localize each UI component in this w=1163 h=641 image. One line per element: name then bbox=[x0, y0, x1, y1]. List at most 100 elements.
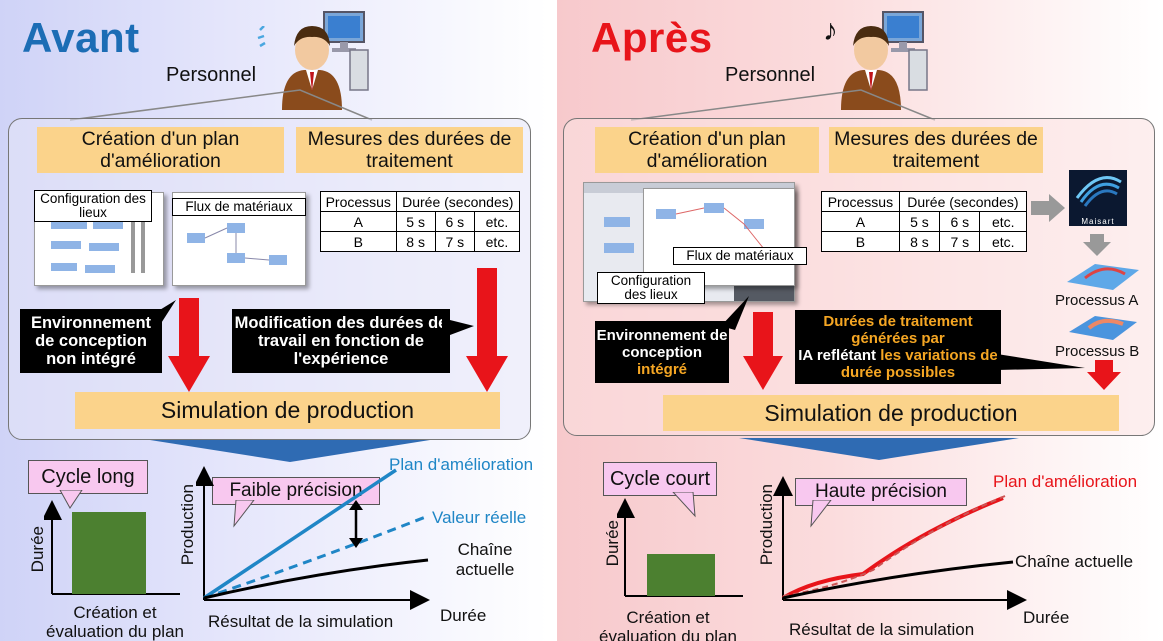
ia-variations-text: les variations de durée possibles bbox=[840, 347, 998, 381]
red-arrow-down bbox=[168, 298, 210, 392]
production-chart bbox=[196, 466, 430, 610]
apres-title: Après bbox=[591, 14, 713, 61]
box-plan-amelioration: Création d'un plan d'amélioration bbox=[37, 127, 284, 173]
avant-panel: Avant Personnel Création d'un plan d'amé… bbox=[0, 0, 548, 641]
cycle-long-label: Cycle long bbox=[28, 460, 148, 494]
duration-bar bbox=[72, 512, 146, 594]
x-label-duree: Durée bbox=[440, 606, 487, 625]
callout-tail bbox=[59, 490, 83, 509]
maisart-text: Maisart bbox=[1081, 217, 1115, 226]
table-header-row: Processus Durée (secondes) bbox=[821, 191, 1028, 212]
label-configuration-lieux: Configuration des lieux bbox=[597, 272, 705, 304]
table-cell: 5 s bbox=[898, 211, 941, 232]
apres-panel: Après Personnel ♪ Création d'un plan d'a… bbox=[557, 0, 1163, 641]
ia-text-white: IA reflétant les variations de durée pos… bbox=[795, 347, 1001, 381]
label-configuration-lieux: Configuration des lieux bbox=[34, 190, 152, 222]
music-note-icon: ♪ bbox=[823, 14, 838, 47]
black-box-integre-text: Environnement de conception bbox=[596, 326, 728, 361]
production-chart bbox=[773, 476, 1027, 610]
personnel-label: Personnel bbox=[725, 64, 816, 86]
gray-arrow-right bbox=[1031, 194, 1065, 222]
table-header-row: Processus Durée (secondes) bbox=[320, 191, 521, 212]
processus-a-label: Processus A bbox=[1055, 292, 1139, 309]
black-box-non-integre: Environnement de conception non intégré bbox=[20, 309, 162, 373]
simulation-production-box: Simulation de production bbox=[75, 392, 500, 429]
ia-text-orange: Durées de traitement générées par bbox=[823, 313, 973, 347]
table-row: B 8 s 7 s etc. bbox=[320, 231, 521, 252]
real-line bbox=[782, 495, 1006, 597]
durations-table: Processus Durée (secondes) A 5 s 6 s etc… bbox=[821, 191, 1028, 252]
duration-axis bbox=[44, 500, 180, 595]
duration-bar bbox=[647, 554, 715, 596]
table-cell: etc. bbox=[979, 231, 1027, 252]
table-cell: etc. bbox=[473, 231, 521, 252]
x-label-resultat: Résultat de la simulation bbox=[208, 612, 394, 631]
maisart-logo: Maisart bbox=[1069, 170, 1127, 226]
callout-tail bbox=[442, 318, 474, 338]
funnel-arrow bbox=[739, 438, 1019, 460]
processus-b-label: Processus B bbox=[1055, 343, 1140, 360]
valeur-reelle-label: Valeur réelle bbox=[432, 508, 527, 527]
surface-plot-a bbox=[1067, 264, 1139, 290]
duration-axis bbox=[617, 498, 743, 597]
chaine-actuelle-label: Chaîne actuelle bbox=[1015, 552, 1134, 571]
red-arrow-down bbox=[466, 268, 508, 392]
table-cell: 6 s bbox=[434, 211, 475, 232]
table-header: Processus bbox=[320, 191, 397, 212]
y-label-duree: Durée bbox=[28, 526, 47, 573]
box-mesures-durees: Mesures des durées de traitement bbox=[296, 127, 523, 173]
table-cell: 8 s bbox=[898, 231, 941, 252]
avant-title: Avant bbox=[22, 14, 140, 61]
table-cell: A bbox=[821, 211, 900, 232]
flux-thumbnail bbox=[643, 188, 795, 286]
plan-amelioration-label: Plan d'amélioration bbox=[389, 455, 534, 474]
chain-line bbox=[782, 560, 1014, 600]
table-row: B 8 s 7 s etc. bbox=[821, 231, 1027, 252]
chain-line bbox=[203, 558, 429, 600]
integre-highlight: intégré bbox=[636, 360, 687, 378]
table-header: Processus bbox=[821, 191, 900, 212]
table-cell: 7 s bbox=[939, 231, 981, 252]
durations-table: Processus Durée (secondes) A 5 s 6 s etc… bbox=[320, 191, 521, 252]
creation-evaluation-label: Création et évaluation du plan bbox=[598, 608, 737, 641]
sweat-icon bbox=[257, 26, 266, 48]
label-flux-materiaux: Flux de matériaux bbox=[673, 247, 807, 265]
cycle-court-label: Cycle court bbox=[603, 462, 717, 496]
ia-reflechant-text: IA reflétant bbox=[798, 347, 877, 364]
callout-tail bbox=[810, 500, 832, 528]
maisart-swirl-icon bbox=[1075, 176, 1122, 207]
plan-line bbox=[203, 468, 397, 600]
funnel-arrow bbox=[150, 440, 430, 462]
plan-line bbox=[781, 496, 1004, 600]
plan-amelioration-label: Plan d'amélioration bbox=[993, 472, 1138, 491]
label-flux-materiaux: Flux de matériaux bbox=[172, 198, 306, 216]
callout-tail bbox=[997, 354, 1085, 370]
speech-tail bbox=[630, 89, 936, 121]
red-arrow-down bbox=[1087, 360, 1121, 390]
callout-tail bbox=[721, 296, 749, 330]
table-row: A 5 s 6 s etc. bbox=[821, 211, 1027, 232]
black-box-ia: Durées de traitement générées par IA ref… bbox=[795, 310, 1001, 384]
x-label-duree: Durée bbox=[1023, 608, 1070, 627]
table-cell: 7 s bbox=[434, 231, 475, 252]
real-line bbox=[203, 514, 429, 600]
personnel-label: Personnel bbox=[166, 64, 257, 86]
y-label-production: Production bbox=[178, 484, 197, 566]
table-cell: etc. bbox=[473, 211, 521, 232]
table-header: Durée (secondes) bbox=[395, 191, 521, 212]
callout-tail bbox=[233, 500, 255, 528]
callout-tail bbox=[150, 300, 176, 328]
table-header: Durée (secondes) bbox=[898, 191, 1028, 212]
surface-plot-b bbox=[1069, 316, 1137, 340]
speech-tail bbox=[69, 89, 373, 121]
table-cell: 8 s bbox=[395, 231, 436, 252]
black-box-modification: Modification des durées de travail en fo… bbox=[232, 309, 450, 373]
table-cell: etc. bbox=[979, 211, 1027, 232]
table-cell: A bbox=[320, 211, 397, 232]
box-mesures-durees: Mesures des durées de traitement bbox=[829, 127, 1043, 173]
red-arrow-down bbox=[743, 312, 783, 390]
creation-evaluation-label: Création et évaluation du plan bbox=[45, 603, 184, 641]
gray-arrow-down bbox=[1083, 234, 1111, 256]
y-label-duree: Durée bbox=[603, 520, 622, 567]
chaine-actuelle-label: Chaîne actuelle bbox=[455, 540, 515, 579]
